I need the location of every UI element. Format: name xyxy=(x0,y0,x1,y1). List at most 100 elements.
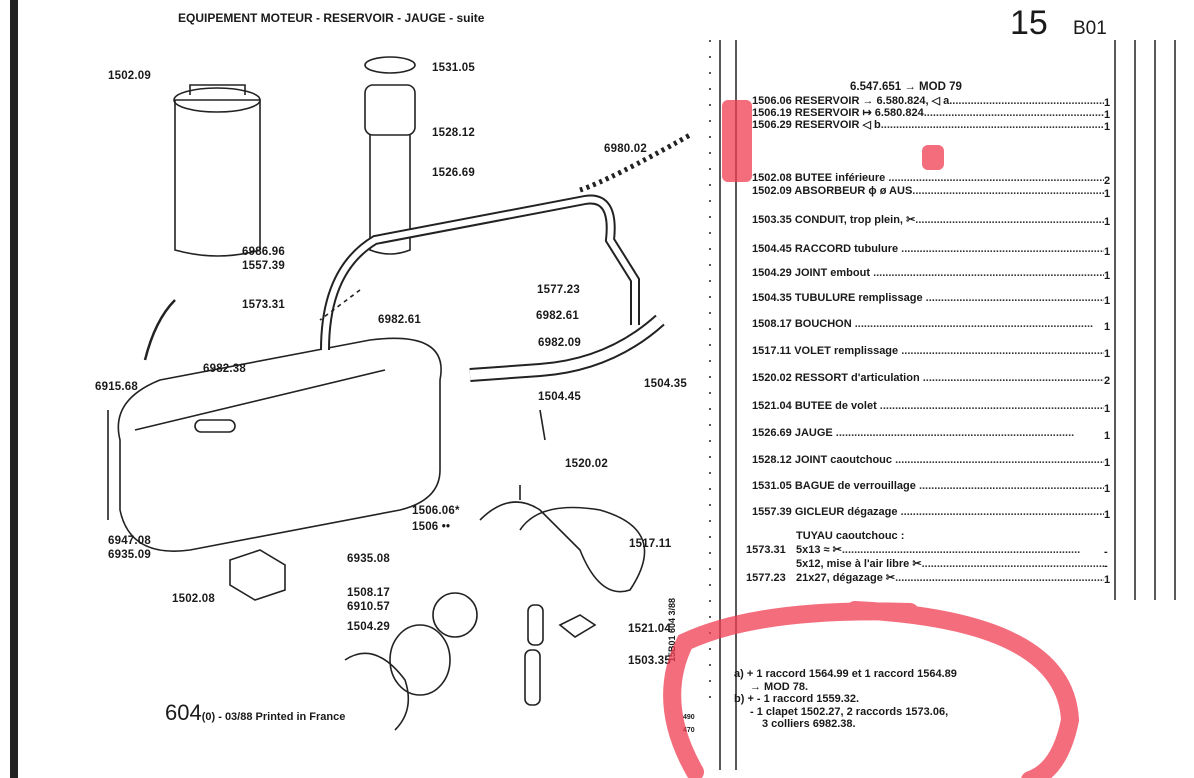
part-qty: 1 xyxy=(1104,483,1111,495)
part-label: 1520.02 xyxy=(565,458,608,470)
part-ref: 1506.19 xyxy=(752,107,792,119)
part-label: 1517.11 xyxy=(629,538,672,550)
part-label: 6982.61 xyxy=(536,310,579,322)
parts-row: 1502.09 ABSORBEUR ϕ ø AUS...............… xyxy=(752,185,1104,197)
part-note: ϕ ø AUS xyxy=(868,185,913,197)
part-ref: 1573.31 xyxy=(746,544,786,556)
page-number: 15 xyxy=(1010,4,1048,42)
part-qty: 1 xyxy=(1104,246,1111,258)
footnote-line: 3 colliers 6982.38. xyxy=(762,718,856,730)
part-name: 5x12, mise à l'air libre ✂ xyxy=(796,558,922,570)
part-label: 1506 •• xyxy=(412,521,451,533)
part-label: 6910.57 xyxy=(347,601,390,613)
part-ref: 1508.17 xyxy=(752,318,792,330)
part-qty: 1 xyxy=(1104,348,1111,360)
footnote-line: → MOD 78. xyxy=(750,680,809,693)
part-qty: 1 xyxy=(1104,430,1111,442)
parts-row: 1506.19 RESERVOIR ↦ 6.580.824...........… xyxy=(752,107,1104,119)
part-name: 21x27, dégazage ✂ xyxy=(796,572,896,584)
part-ref: 1557.39 xyxy=(752,506,792,518)
scan-left-border xyxy=(10,0,18,778)
part-name: RESERVOIR xyxy=(794,119,860,131)
part-name: RESSORT d'articulation xyxy=(794,372,920,384)
part-name: TUBULURE remplissage xyxy=(794,292,923,304)
part-name: JOINT embout xyxy=(794,267,870,279)
section-code: B01 xyxy=(1073,18,1107,39)
parts-row: 1503.35 CONDUIT, trop plein, ✂..........… xyxy=(752,214,1104,226)
part-name: RACCORD tubulure xyxy=(794,243,899,255)
part-ref: 1531.05 xyxy=(752,480,792,492)
part-qty: 1 xyxy=(1104,295,1111,307)
part-label: 1531.05 xyxy=(432,62,475,74)
part-ref: 1504.29 xyxy=(752,267,792,279)
parts-row: 1502.08 BUTEE inférieure ...............… xyxy=(752,172,1104,184)
part-label: 1504.29 xyxy=(347,621,390,633)
part-qty: 1 xyxy=(1104,216,1111,228)
part-qty: 1 xyxy=(1104,509,1111,521)
part-name: BUTEE de volet xyxy=(794,400,877,412)
applicability-note: 6.547.651 → MOD 79 xyxy=(850,81,962,93)
highlight-mark xyxy=(922,145,944,170)
parts-row: 1520.02 RESSORT d'articulation .........… xyxy=(752,372,1104,384)
part-name: ABSORBEUR xyxy=(794,185,866,197)
parts-row: 1526.69 JAUGE ..........................… xyxy=(752,427,1075,439)
highlight-mark xyxy=(722,100,752,182)
part-label: 1506.06* xyxy=(412,505,460,517)
part-label: 6982.61 xyxy=(378,314,421,326)
parts-row: 1557.39 GICLEUR dégazage ...............… xyxy=(752,506,1104,518)
part-qty: 1 xyxy=(1104,270,1111,282)
part-label: 6935.08 xyxy=(347,553,390,565)
parts-row: 1517.11 VOLET remplissage ..............… xyxy=(752,345,1104,357)
part-name: GICLEUR dégazage xyxy=(794,506,898,518)
part-label: 1502.09 xyxy=(108,70,151,82)
part-qty: 2 xyxy=(1104,175,1111,187)
part-label: 1504.35 xyxy=(644,378,687,390)
part-qty: - xyxy=(1104,546,1108,558)
part-name: RESERVOIR xyxy=(794,107,860,119)
part-label: 6935.09 xyxy=(108,549,151,561)
part-name: CONDUIT, trop plein, xyxy=(794,214,903,226)
part-qty: - xyxy=(1104,560,1108,572)
part-ref: 1528.12 xyxy=(752,454,792,466)
footnote-line: b) + - 1 raccord 1559.32. xyxy=(734,693,860,705)
part-label: 6980.02 xyxy=(604,143,647,155)
parts-row: 1528.12 JOINT caoutchouc ...............… xyxy=(752,454,1104,466)
part-label: 1557.39 xyxy=(242,260,285,272)
part-ref: 1502.08 xyxy=(752,172,792,184)
part-qty: 1 xyxy=(1104,121,1111,133)
part-name: JOINT caoutchouc xyxy=(794,454,893,466)
part-qty: 1 xyxy=(1104,109,1111,121)
part-label: 1504.45 xyxy=(538,391,581,403)
part-label: 1508.17 xyxy=(347,587,390,599)
part-ref: 1506.29 xyxy=(752,119,792,131)
part-ref: 1517.11 xyxy=(752,345,792,357)
part-ref: 1521.04 xyxy=(752,400,792,412)
parts-row: 1504.35 TUBULURE remplissage ...........… xyxy=(752,292,1104,304)
part-name: 5x13 ≈ ✂ xyxy=(796,544,842,556)
footnote-line: a) + 1 raccord 1564.99 et 1 raccord 1564… xyxy=(734,668,957,680)
part-ref: 1502.09 xyxy=(752,185,792,197)
footer-model: 604 xyxy=(165,700,202,725)
part-name: JAUGE xyxy=(794,427,833,439)
hose-row: 5x12, mise à l'air libre ✂..............… xyxy=(796,558,1104,570)
part-label: 1526.69 xyxy=(432,167,475,179)
part-label: 6947.08 xyxy=(108,535,151,547)
part-name: VOLET remplissage xyxy=(794,345,899,357)
part-qty: 1 xyxy=(1104,457,1111,469)
part-label: 6982.09 xyxy=(538,337,581,349)
part-label: 6986.96 xyxy=(242,246,285,258)
parts-row: 1504.45 RACCORD tubulure ...............… xyxy=(752,243,1104,255)
part-qty: 2 xyxy=(1104,375,1111,387)
part-name: RESERVOIR xyxy=(794,95,860,107)
parts-row: 1521.04 BUTEE de volet .................… xyxy=(752,400,1104,412)
part-ref: 1506.06 xyxy=(752,95,792,107)
part-qty: 1 xyxy=(1104,403,1111,415)
part-name: BOUCHON xyxy=(794,318,852,330)
parts-row: 1506.29 RESERVOIR ◁ b...................… xyxy=(752,119,1104,131)
part-qty: 1 xyxy=(1104,97,1111,109)
part-ref: 1504.45 xyxy=(752,243,792,255)
